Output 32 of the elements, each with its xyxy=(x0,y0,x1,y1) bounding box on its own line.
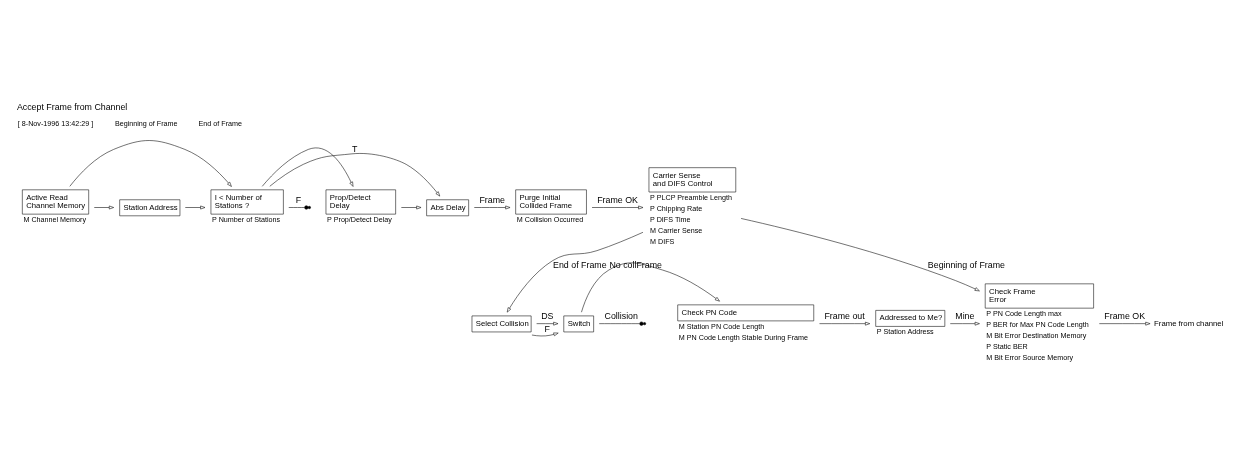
edge-label: DS xyxy=(541,310,554,321)
edge-label: T xyxy=(352,143,358,154)
arrow xyxy=(949,321,980,325)
arrow xyxy=(536,321,559,325)
arrow xyxy=(185,205,206,209)
edge-label: F xyxy=(295,194,302,205)
edge-label: No collFrame xyxy=(609,259,662,270)
arrow xyxy=(474,205,511,209)
arrow xyxy=(94,205,114,209)
edge-label: Frame xyxy=(479,194,505,205)
diagram-title: Accept Frame from Channel xyxy=(16,101,128,111)
arrow xyxy=(401,205,422,209)
edge-label: F xyxy=(544,323,551,334)
arrow xyxy=(506,231,644,312)
edge-label: Frame OK xyxy=(597,194,638,205)
edge-label: Beginning of Frame xyxy=(927,259,1005,270)
connector xyxy=(598,322,640,324)
arrow xyxy=(531,332,559,336)
edge-label: Frame out xyxy=(824,310,865,321)
arrow xyxy=(69,139,232,187)
connector xyxy=(288,206,305,208)
arrow xyxy=(591,205,644,209)
arrow xyxy=(1099,321,1151,325)
edge-label: Collision xyxy=(604,310,638,321)
arrow xyxy=(581,262,720,312)
edge-label: Mine xyxy=(955,310,975,321)
arrow xyxy=(819,321,871,325)
edge-label: Frame OK xyxy=(1104,310,1146,321)
arrow xyxy=(740,217,980,291)
edge-label: End of Frame xyxy=(553,259,607,270)
arrow xyxy=(269,152,441,196)
arrow xyxy=(261,147,354,187)
